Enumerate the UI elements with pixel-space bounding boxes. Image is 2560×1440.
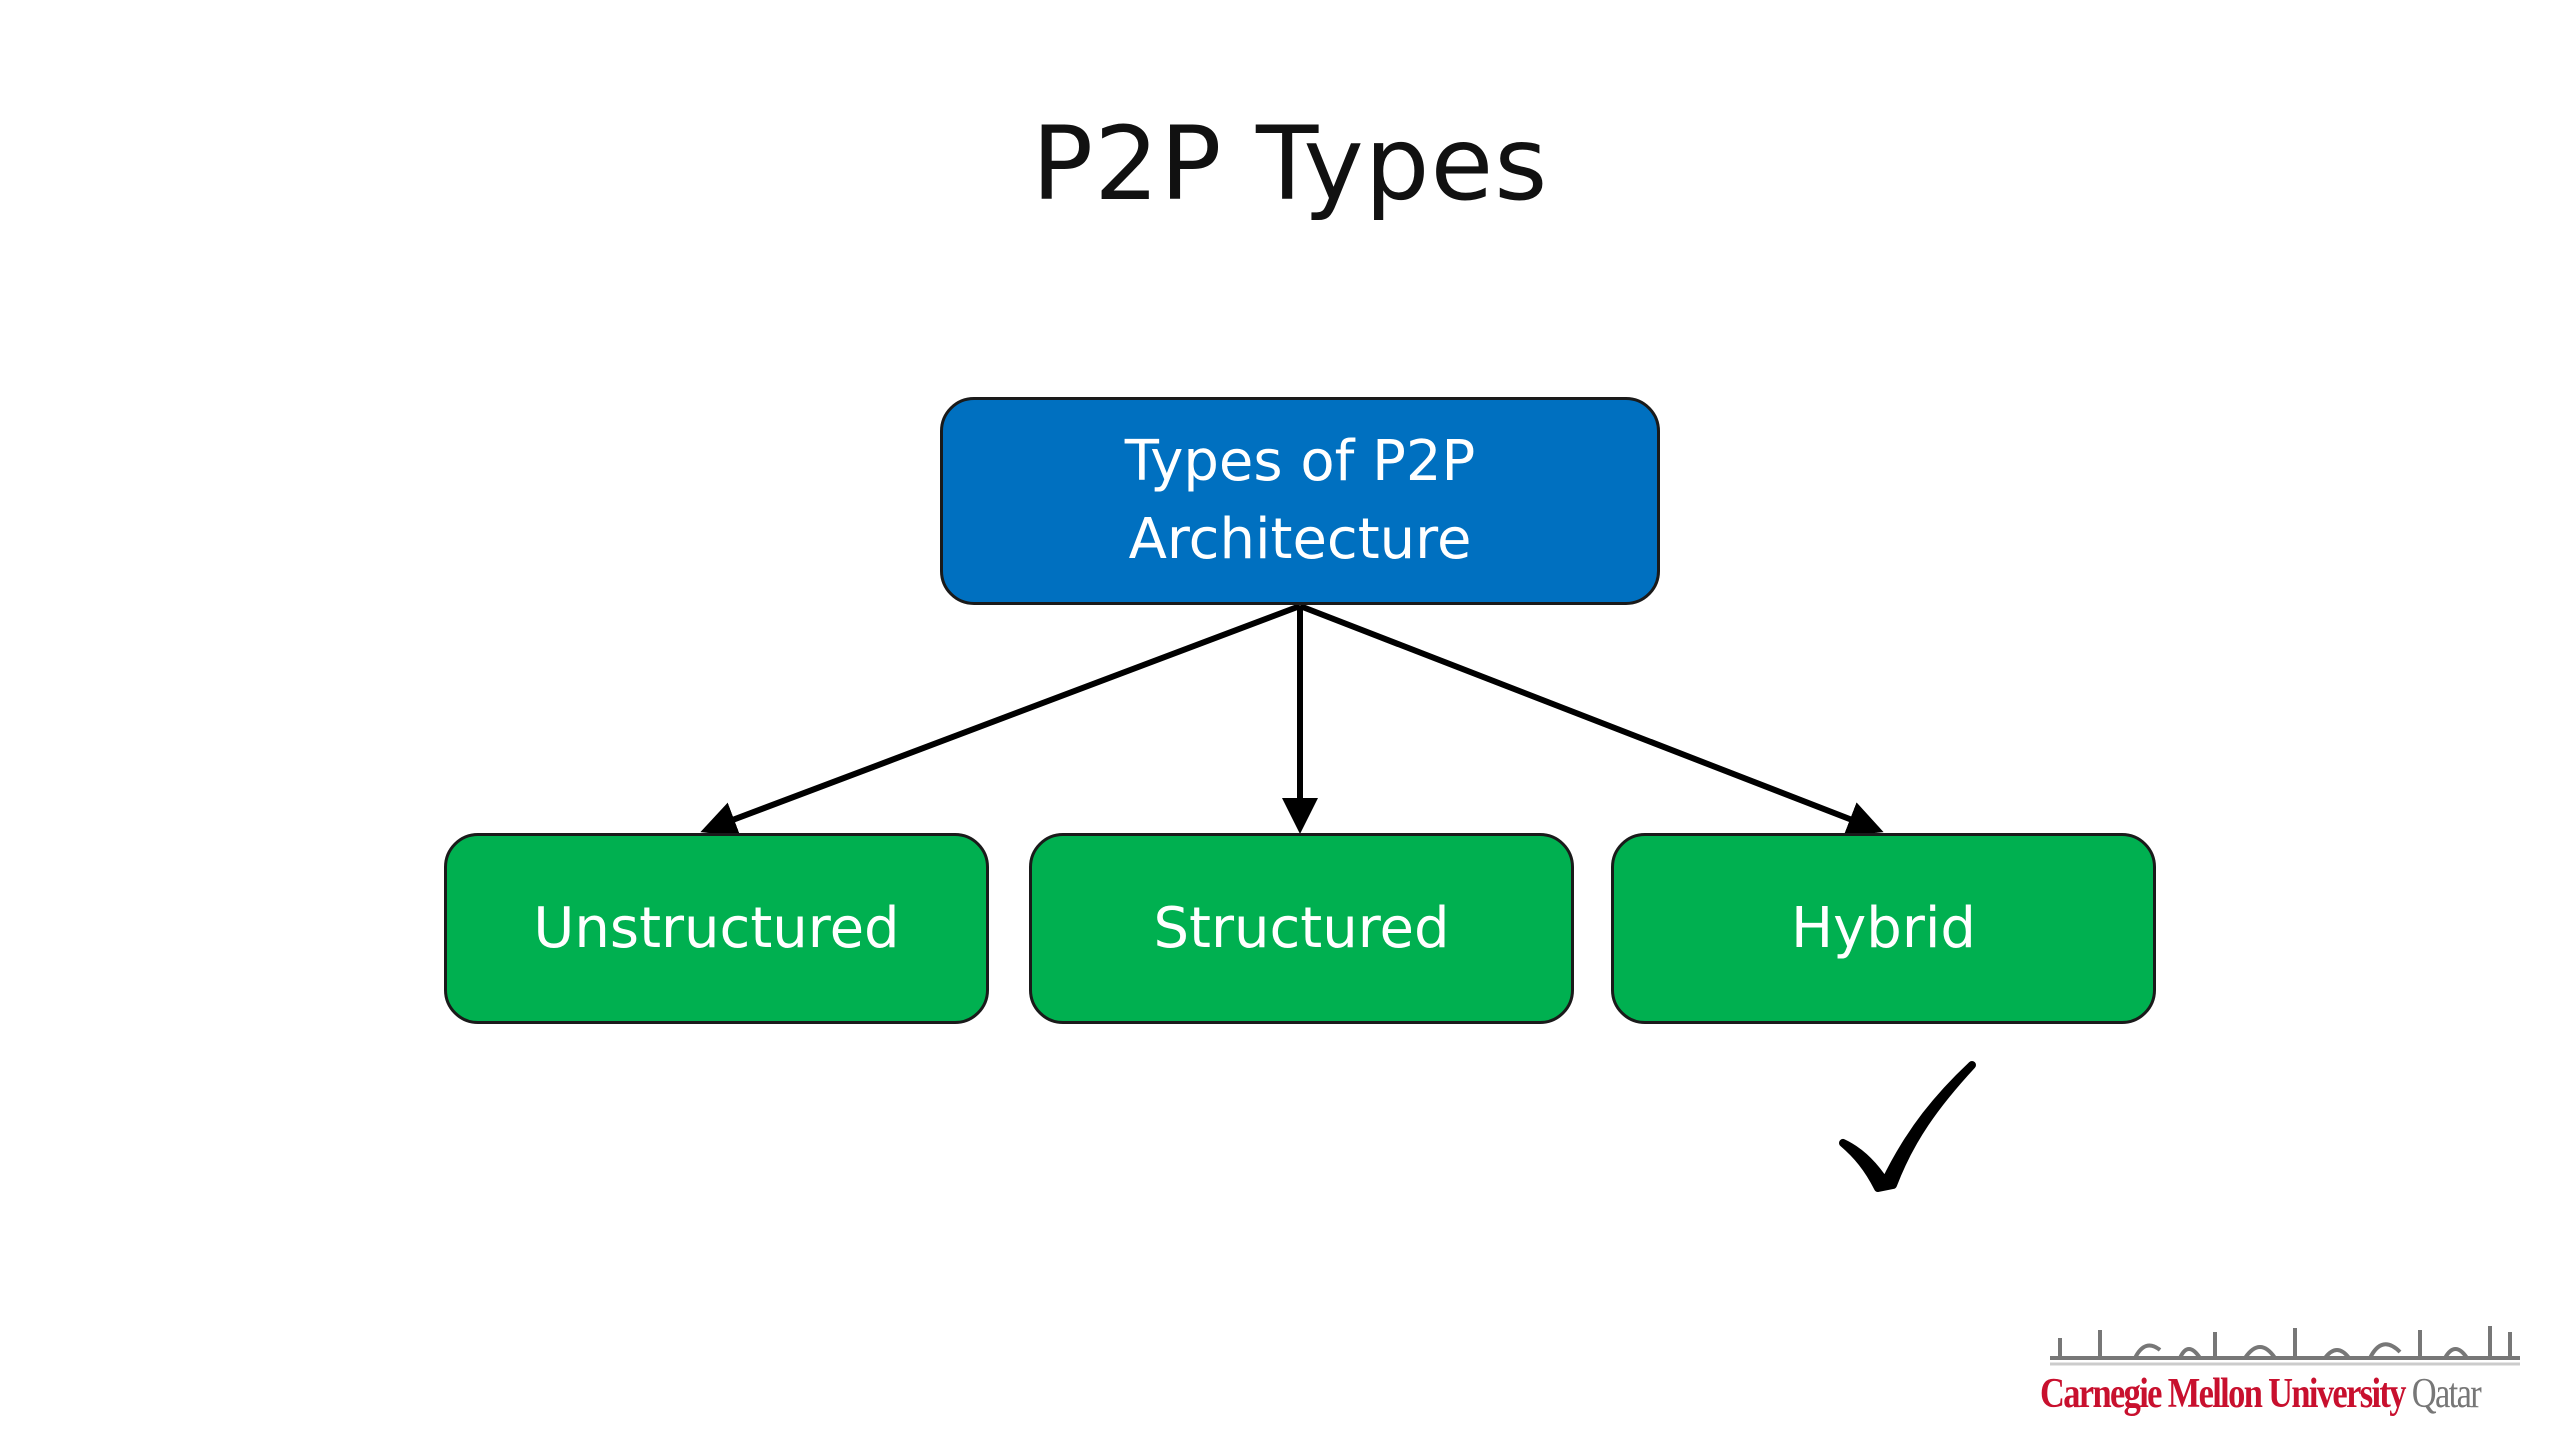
logo-cmu: Carnegie Mellon University	[2040, 1371, 2406, 1417]
logo-arabic-script	[2050, 1326, 2520, 1366]
node-label: Hybrid	[1791, 895, 1976, 961]
root-label-line1: Types of P2P	[1124, 429, 1476, 494]
arrow-to-hybrid	[1298, 603, 1884, 836]
node-unstructured: Unstructured	[444, 833, 989, 1024]
node-label: Structured	[1153, 895, 1450, 961]
cmu-qatar-logo: Carnegie Mellon University Qatar	[2040, 1310, 2530, 1420]
node-structured: Structured	[1029, 833, 1574, 1024]
root-label-line2: Architecture	[1128, 507, 1472, 572]
logo-qatar: Qatar	[2411, 1371, 2482, 1417]
node-label: Unstructured	[533, 895, 900, 961]
slide-title: P2P Types	[1031, 105, 1549, 224]
check-icon	[1839, 1061, 1976, 1192]
root-node-types-of-p2p-architecture: Types of P2P Architecture	[940, 397, 1660, 605]
logo-english-text: Carnegie Mellon University Qatar	[2040, 1370, 2482, 1418]
arrow-to-unstructured	[700, 603, 1302, 837]
node-hybrid: Hybrid	[1611, 833, 2156, 1024]
